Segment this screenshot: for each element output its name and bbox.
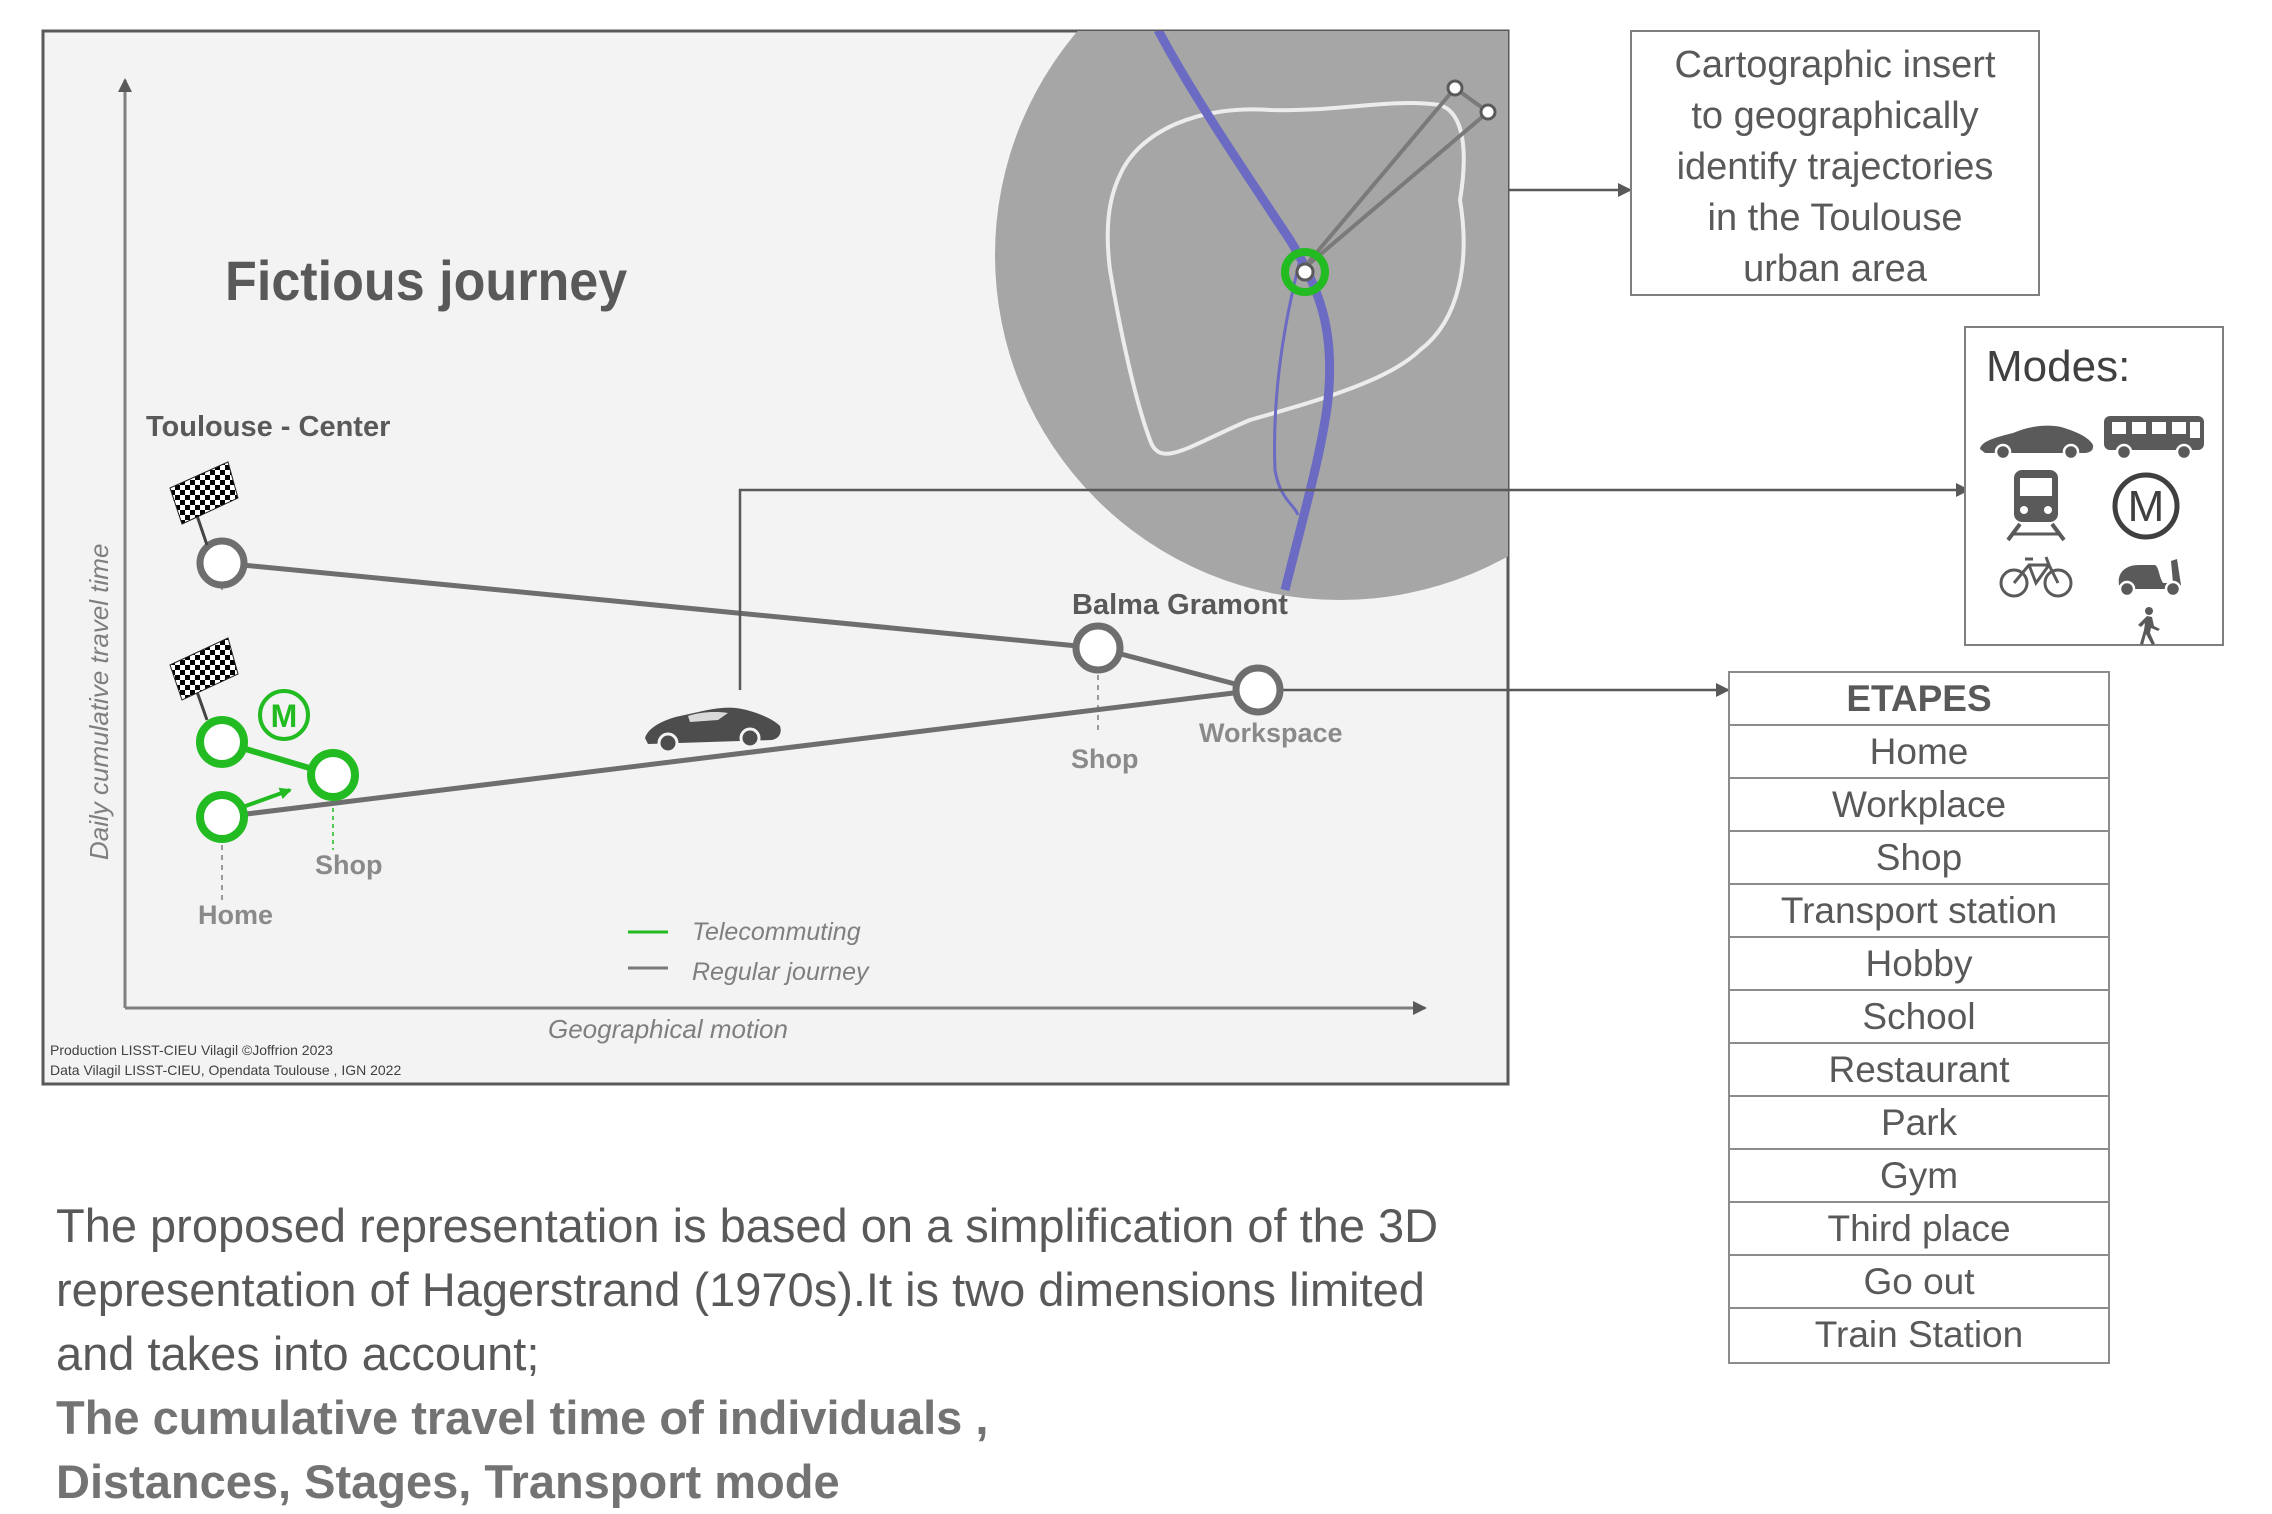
scooter-icon <box>2108 550 2188 602</box>
metro-symbol-label: M <box>271 698 298 734</box>
etape-item: Workplace <box>1730 779 2108 832</box>
train-icon <box>1996 466 2076 544</box>
credits-production: Production LISST-CIEU Vilagil ©Joffrion … <box>50 1042 333 1058</box>
etape-item: Hobby <box>1730 938 2108 991</box>
map-station-marker <box>1281 248 1329 296</box>
map-inset <box>995 31 1508 600</box>
etapes-header: ETAPES <box>1730 673 2108 726</box>
y-axis-label: Daily cumulative travel time <box>84 544 114 860</box>
etape-item: Train Station <box>1814 1314 2024 1355</box>
pedestrian-icon <box>2126 604 2170 648</box>
caption: The proposed representation is based on … <box>56 1194 1556 1514</box>
label-home: Home <box>198 900 273 930</box>
bus-icon <box>2099 412 2209 462</box>
insert-note-line: urban area <box>1743 248 1927 290</box>
regular-journey-line <box>221 687 1259 820</box>
insert-note-line: in the Toulouse <box>1707 197 1963 239</box>
metro-icon: M <box>2106 468 2186 544</box>
car-icon <box>645 707 781 754</box>
regular-journey-line <box>1097 645 1259 693</box>
car-icon <box>1976 420 2096 460</box>
node-home <box>196 791 248 843</box>
insert-note-box: Cartographic insert to geographically id… <box>1630 30 2040 296</box>
label-shop-right: Shop <box>1071 744 1139 774</box>
caption-line: representation of Hagerstrand (1970s).It… <box>56 1263 1425 1316</box>
label-shop-left: Shop <box>315 850 383 880</box>
etape-item: Restaurant <box>1730 1044 2108 1097</box>
label-toulouse-center: Toulouse - Center <box>146 411 390 443</box>
map-trajectory <box>1300 110 1490 272</box>
node-telecommute-finish <box>196 716 248 768</box>
caption-emphasis-line: The cumulative travel time of individual… <box>56 1391 989 1444</box>
legend-label-regular: Regular journey <box>692 958 870 986</box>
map-trajectory <box>1300 86 1457 272</box>
regular-journey-line <box>221 560 1099 651</box>
etapes-table: ETAPES Home Workplace Shop Transport sta… <box>1728 671 2110 1364</box>
metro-icon <box>258 689 310 741</box>
insert-note-line: to geographically <box>1691 95 1979 137</box>
map-point <box>1479 103 1497 121</box>
telecommuting-line <box>239 787 292 810</box>
bicycle-icon <box>1988 550 2084 602</box>
figure-title: Fictious journey <box>225 250 627 312</box>
metro-line <box>1154 31 1335 592</box>
insert-note-line: Cartographic insert <box>1674 44 1996 86</box>
map-point <box>1446 79 1464 97</box>
node-toulouse-center <box>196 537 248 589</box>
etape-item: Shop <box>1730 832 2108 885</box>
etape-item: Transport station <box>1730 885 2108 938</box>
label-workspace: Workspace <box>1199 718 1343 748</box>
x-axis-label: Geographical motion <box>548 1014 788 1044</box>
etape-item: Third place <box>1730 1203 2108 1256</box>
insert-note-line: identify trajectories <box>1676 146 1994 188</box>
etape-item: Gym <box>1730 1150 2108 1203</box>
legend-label-telecommuting: Telecommuting <box>692 918 861 946</box>
metro-symbol-label: M <box>2128 482 2165 531</box>
etape-item: Go out <box>1730 1256 2108 1309</box>
car-to-modes-connector <box>738 483 1970 690</box>
node-balma-gramont <box>1072 622 1124 674</box>
finish-flag-icon <box>169 461 239 546</box>
modes-title: Modes: <box>1986 342 2131 391</box>
etape-item: Park <box>1730 1097 2108 1150</box>
modes-box: Modes: M <box>1964 326 2224 646</box>
caption-line: The proposed representation is based on … <box>56 1199 1439 1252</box>
credits-data: Data Vilagil LISST-CIEU, Opendata Toulou… <box>50 1062 401 1078</box>
label-balma-gramont: Balma Gramont <box>1072 589 1288 621</box>
caption-line: and takes into account; <box>56 1327 540 1380</box>
etape-item: School <box>1730 991 2108 1044</box>
node-shop-left <box>307 749 359 801</box>
etape-item: Home <box>1730 726 2108 779</box>
map-point <box>1295 262 1315 282</box>
caption-emphasis-line: Distances, Stages, Transport mode <box>56 1455 840 1508</box>
metro-line-branch <box>1273 259 1302 516</box>
finish-flag-icon <box>169 637 239 721</box>
urban-area-outline <box>1105 101 1466 456</box>
node-workspace <box>1232 664 1284 716</box>
